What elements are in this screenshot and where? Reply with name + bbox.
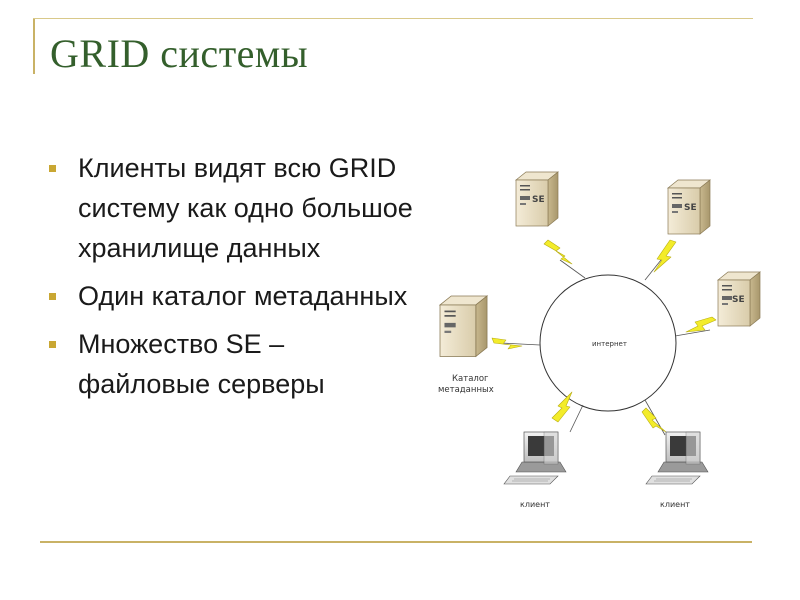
bullet-list: Клиенты видят всю GRID систему как одно …	[46, 148, 416, 412]
client-label-1: клиент	[520, 500, 550, 509]
bullet-square-icon	[49, 293, 56, 300]
internet-label: интернет	[592, 340, 627, 348]
bullet-se: Множество SE – файловые серверы	[46, 324, 416, 404]
bullet-square-icon	[49, 165, 56, 172]
bullet-text: Один каталог метаданных	[78, 281, 408, 311]
top-rule	[33, 18, 753, 19]
slide-title: GRID системы	[50, 31, 309, 76]
svg-text:SE: SE	[732, 295, 745, 305]
client-computer-icon-2	[645, 431, 709, 485]
lightning-bolt-icon	[653, 239, 677, 273]
catalog-server-icon	[439, 295, 488, 358]
lightning-bolt-icon	[543, 239, 573, 265]
lightning-bolt-icon	[491, 337, 523, 350]
top-left-accent-line	[33, 18, 35, 74]
grid-network-diagram: интернет SE SE	[420, 160, 780, 520]
bullet-clients: Клиенты видят всю GRID систему как одно …	[46, 148, 416, 268]
svg-text:SE: SE	[532, 195, 545, 205]
client-label-2: клиент	[660, 500, 690, 509]
internet-circle	[539, 274, 677, 412]
server-icon-se-3: SE	[717, 271, 761, 327]
client-computer-icon-1	[503, 431, 567, 485]
bullet-text: Множество SE – файловые серверы	[78, 329, 325, 399]
svg-text:SE: SE	[684, 203, 697, 213]
lightning-bolt-icon	[551, 391, 573, 423]
bullet-text: Клиенты видят всю GRID систему как одно …	[78, 153, 413, 263]
lightning-bolt-icon	[685, 316, 717, 333]
bottom-rule	[40, 541, 752, 543]
catalog-label-line2: метаданных	[438, 385, 494, 395]
bullet-square-icon	[49, 341, 56, 348]
server-icon-se-2: SE	[667, 179, 711, 235]
lightning-bolt-icon	[641, 407, 667, 433]
server-icon-se-1: SE	[515, 171, 559, 227]
bullet-catalog: Один каталог метаданных	[46, 276, 416, 316]
catalog-label-line1: Каталог	[452, 374, 489, 384]
